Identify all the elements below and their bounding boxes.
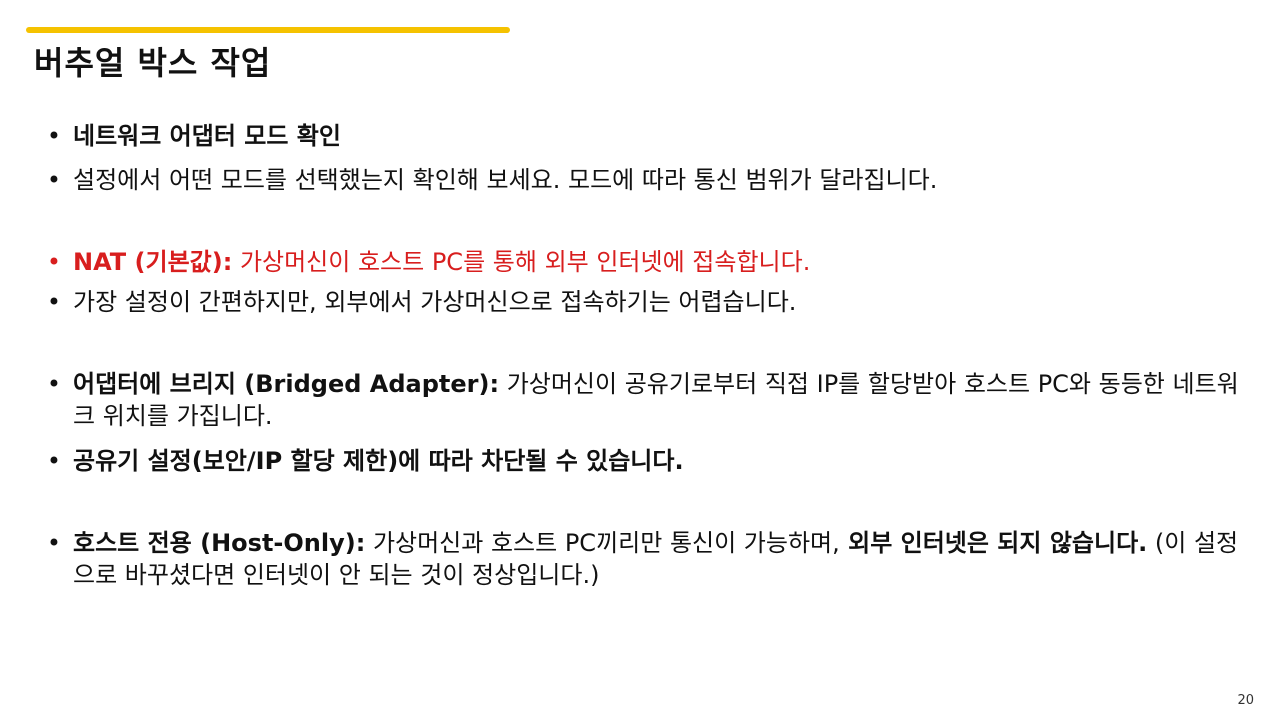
bullet-bold-text: 네트워크 어댑터 모드 확인: [73, 122, 341, 150]
bullet-marker: •: [46, 166, 62, 194]
bullet-text-2: (이 설정으로 바꾸셨다면 인터넷이 안 되는 것이 정상입니다.): [73, 529, 1239, 589]
page-number: 20: [1237, 693, 1254, 708]
title-accent-bar: [26, 27, 510, 33]
bullet-text: 설정에서 어떤 모드를 선택했는지 확인해 보세요. 모드에 따라 통신 범위가…: [73, 166, 938, 194]
bullet-marker: •: [46, 370, 62, 398]
bullet-marker: •: [46, 248, 62, 276]
bullet-host-only: • 호스트 전용 (Host-Only): 가상머신과 호스트 PC끼리만 통신…: [44, 527, 1259, 591]
bullet-bridged-note: • 공유기 설정(보안/IP 할당 제한)에 따라 차단될 수 있습니다.: [44, 445, 1259, 477]
bullet-marker: •: [46, 288, 62, 316]
bullet-adapter-mode-heading: • 네트워크 어댑터 모드 확인: [44, 120, 1259, 152]
bullet-bridged: • 어댑터에 브리지 (Bridged Adapter): 가상머신이 공유기로…: [44, 368, 1259, 432]
bullet-text: 가상머신이 호스트 PC를 통해 외부 인터넷에 접속합니다.: [232, 248, 811, 276]
bullet-text: 가상머신이 공유기로부터 직접 IP를 할당받아 호스트 PC와 동등한 네트워…: [73, 370, 1239, 430]
slide-title: 버추얼 박스 작업: [34, 44, 272, 82]
bullet-marker: •: [46, 447, 62, 475]
bullet-marker: •: [46, 122, 62, 150]
bullet-marker: •: [46, 529, 62, 557]
bullet-text: 가상머신과 호스트 PC끼리만 통신이 가능하며,: [365, 529, 840, 557]
bullet-bold-text: 호스트 전용 (Host-Only):: [73, 529, 366, 557]
bullet-nat-note: • 가장 설정이 간편하지만, 외부에서 가상머신으로 접속하기는 어렵습니다.: [44, 286, 1259, 318]
bullet-bold-text: 공유기 설정(보안/IP 할당 제한)에 따라 차단될 수 있습니다.: [73, 447, 684, 475]
bullet-bold-text: NAT (기본값):: [73, 248, 233, 276]
bullet-nat: • NAT (기본값): 가상머신이 호스트 PC를 통해 외부 인터넷에 접속…: [44, 246, 1259, 278]
bullet-check-mode: • 설정에서 어떤 모드를 선택했는지 확인해 보세요. 모드에 따라 통신 범…: [44, 164, 1259, 196]
bullet-bold-text-2: 외부 인터넷은 되지 않습니다.: [839, 529, 1148, 557]
bullet-bold-text: 어댑터에 브리지 (Bridged Adapter):: [73, 370, 500, 398]
bullet-text: 가장 설정이 간편하지만, 외부에서 가상머신으로 접속하기는 어렵습니다.: [73, 288, 797, 316]
